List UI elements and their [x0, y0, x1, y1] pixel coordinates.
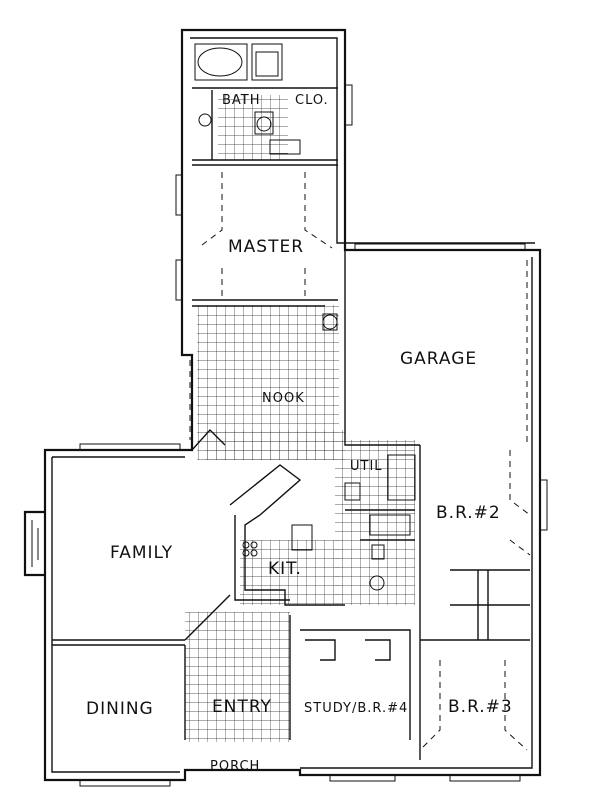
bedroom-3-label: B.R.#3: [448, 697, 513, 717]
tiled-floors: [185, 95, 415, 742]
porch-label: PORCH: [210, 759, 260, 774]
bath-label: BATH: [222, 93, 261, 108]
utility-label: UTIL: [350, 459, 383, 474]
nook-label: NOOK: [262, 391, 305, 406]
windows: [79, 84, 548, 787]
closet-label: CLO.: [295, 93, 329, 108]
garage-label: GARAGE: [400, 349, 477, 369]
bedroom-2-label: B.R.#2: [436, 503, 501, 523]
study-label: STUDY/B.R.#4: [304, 701, 408, 716]
master-label: MASTER: [228, 237, 304, 257]
kitchen-label: KIT.: [268, 559, 302, 579]
dashed-lines: [189, 172, 531, 751]
interior-walls: [52, 87, 530, 760]
family-label: FAMILY: [110, 543, 173, 563]
exterior-walls: [23, 28, 542, 782]
dining-label: DINING: [86, 699, 154, 719]
entry-label: ENTRY: [212, 697, 272, 717]
fixtures: [194, 43, 385, 591]
